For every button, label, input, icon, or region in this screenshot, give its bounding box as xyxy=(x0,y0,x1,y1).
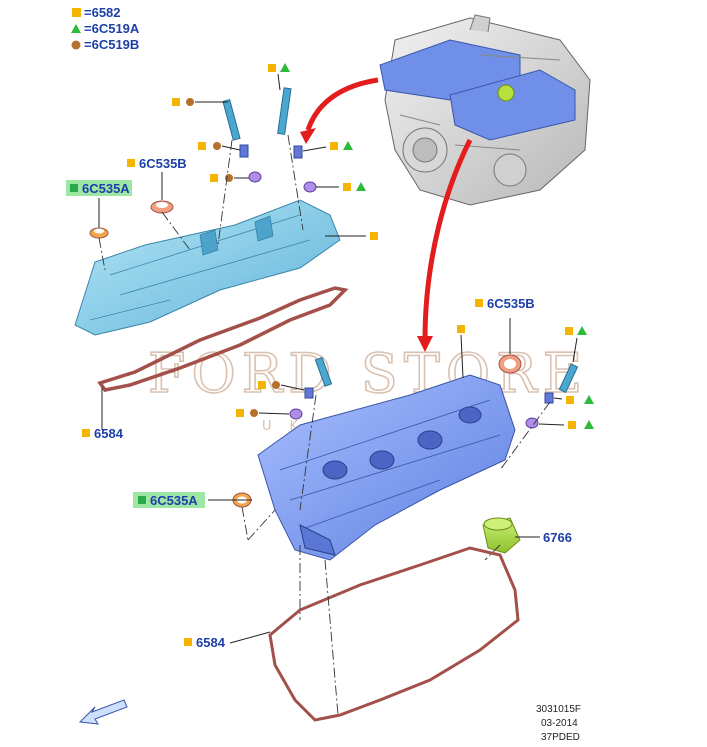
upper-labels: 6C535B 6C535A 6584 xyxy=(66,156,187,441)
footer-code: 3031015F xyxy=(536,704,581,715)
arrow-down-left-icon xyxy=(78,699,128,725)
oil-filler-cap xyxy=(482,517,521,554)
lower-seal-6c535b xyxy=(498,354,522,374)
upper-gasket xyxy=(97,286,349,392)
lower-valve-cover xyxy=(257,374,516,561)
label-upper-6c535b: 6C535B xyxy=(139,156,187,171)
figure-footer: 3031015F 03-2014 37PDED xyxy=(536,704,581,743)
legend-square-icon xyxy=(72,8,81,17)
legend-label-6c519a: =6C519A xyxy=(84,21,140,36)
legend-label-6c519b: =6C519B xyxy=(84,37,139,52)
label-upper-6c535a: 6C535A xyxy=(82,181,130,196)
lower-labels: 6C535B 6C535A 6766 6584 xyxy=(133,296,572,650)
lower-gasket xyxy=(268,546,520,722)
upper-bolts xyxy=(222,87,317,193)
engine-assembly xyxy=(379,14,591,206)
lower-markers xyxy=(208,318,594,716)
label-lower-6584: 6584 xyxy=(196,635,226,650)
upper-markers xyxy=(98,63,378,430)
legend-circle-icon xyxy=(71,40,81,50)
legend-triangle-icon xyxy=(71,24,81,33)
upper-seal-6c535a xyxy=(89,227,109,239)
lower-bolts xyxy=(289,356,579,429)
red-callout-arrows xyxy=(300,77,473,352)
upper-seal-6c535b xyxy=(150,200,174,214)
label-lower-6c535a: 6C535A xyxy=(150,493,198,508)
legend-label-6582: =6582 xyxy=(84,5,121,20)
footer-date: 03-2014 xyxy=(541,718,578,729)
label-lower-6c535b: 6C535B xyxy=(487,296,535,311)
label-upper-6584: 6584 xyxy=(94,426,124,441)
footer-ref: 37PDED xyxy=(541,732,580,743)
watermark-main: FORD STORE xyxy=(148,342,588,405)
label-lower-6766: 6766 xyxy=(543,530,572,545)
upper-valve-cover xyxy=(74,199,341,336)
legend: =6582 =6C519A =6C519B xyxy=(71,5,140,52)
